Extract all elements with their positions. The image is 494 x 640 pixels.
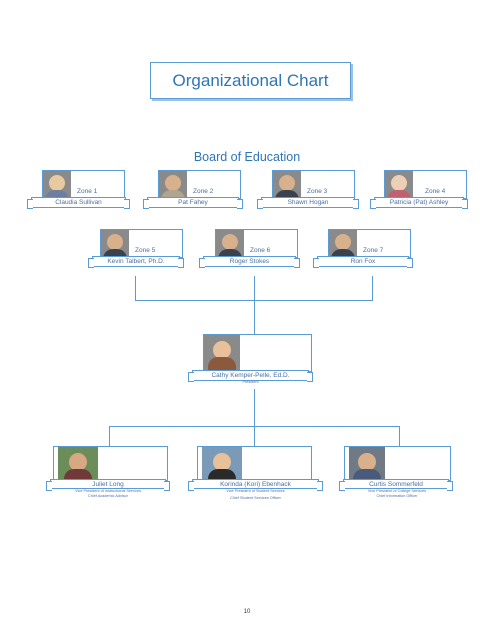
member-photo — [216, 230, 244, 257]
member-photo — [43, 171, 71, 198]
board-member-2-card: Zone 2 — [158, 170, 241, 199]
member-photo — [273, 171, 301, 198]
connector-line — [109, 426, 110, 446]
board-member-7-card: Zone 7 — [328, 229, 411, 258]
board-member-3-card: Zone 3 — [272, 170, 355, 199]
vp-1-title: Vice President of Instructional Services — [75, 489, 141, 493]
connector-line — [372, 276, 373, 301]
board-member-7-name: Ron Fox — [313, 256, 413, 268]
chart-title: Organizational Chart — [172, 70, 329, 90]
board-member-3-name: Shawn Hogan — [257, 197, 359, 209]
page-number: 10 — [243, 609, 251, 615]
member-photo — [159, 171, 187, 198]
zone-label: Zone 4 — [425, 188, 446, 195]
vp-3-title: Vice President of College Services — [367, 489, 427, 493]
connector-line — [254, 426, 255, 446]
vp-3-name: Curtis Sommerfeld — [339, 479, 453, 491]
connector-line — [254, 300, 255, 334]
chart-title-box: Organizational Chart — [150, 62, 351, 99]
vp-1-role: Chief Academic Advisor — [88, 494, 128, 498]
board-member-4-name: Patricia (Pat) Ashley — [370, 197, 468, 209]
member-photo — [329, 230, 357, 257]
vp-2-card — [197, 446, 312, 481]
vp-photo — [349, 447, 385, 480]
board-member-1-card: Zone 1 — [42, 170, 125, 199]
vp-3-role: Chief Information Officer — [376, 494, 418, 498]
president-title: President — [242, 380, 259, 384]
vp-2-role: Chief Student Services Officer — [230, 496, 281, 500]
board-member-4-card: Zone 4 — [384, 170, 467, 199]
board-member-2-name: Pat Fahey — [143, 197, 243, 209]
member-photo — [101, 230, 129, 257]
zone-label: Zone 3 — [307, 188, 328, 195]
vp-photo — [58, 447, 98, 480]
connector-line — [254, 276, 255, 301]
vp-1-name: Juliet Long — [46, 479, 170, 491]
vp-2-title: Vice President of Student Services — [226, 489, 285, 493]
zone-label: Zone 5 — [135, 247, 156, 254]
vp-2-name: Korinda (Kori) Ebenhack — [188, 479, 323, 491]
president-card — [203, 334, 312, 372]
zone-label: Zone 2 — [193, 188, 214, 195]
zone-label: Zone 7 — [363, 247, 384, 254]
board-member-5-name: Kevin Talbert, Ph.D. — [88, 256, 184, 268]
vp-1-card — [53, 446, 168, 481]
president-name: Cathy Kemper-Pelle, Ed.D. — [188, 370, 313, 382]
connector-line — [399, 426, 400, 446]
board-member-5-card: Zone 5 — [100, 229, 183, 258]
board-member-1-name: Claudia Sullivan — [27, 197, 130, 209]
president-photo — [204, 335, 240, 371]
zone-label: Zone 6 — [250, 247, 271, 254]
vp-photo — [202, 447, 242, 480]
vp-3-card — [344, 446, 451, 481]
connector-line — [254, 389, 255, 426]
zone-label: Zone 1 — [77, 188, 98, 195]
board-member-6-name: Roger Stokes — [199, 256, 300, 268]
board-member-6-card: Zone 6 — [215, 229, 298, 258]
board-title: Board of Education — [193, 150, 301, 164]
connector-line — [135, 276, 136, 301]
member-photo — [385, 171, 413, 198]
